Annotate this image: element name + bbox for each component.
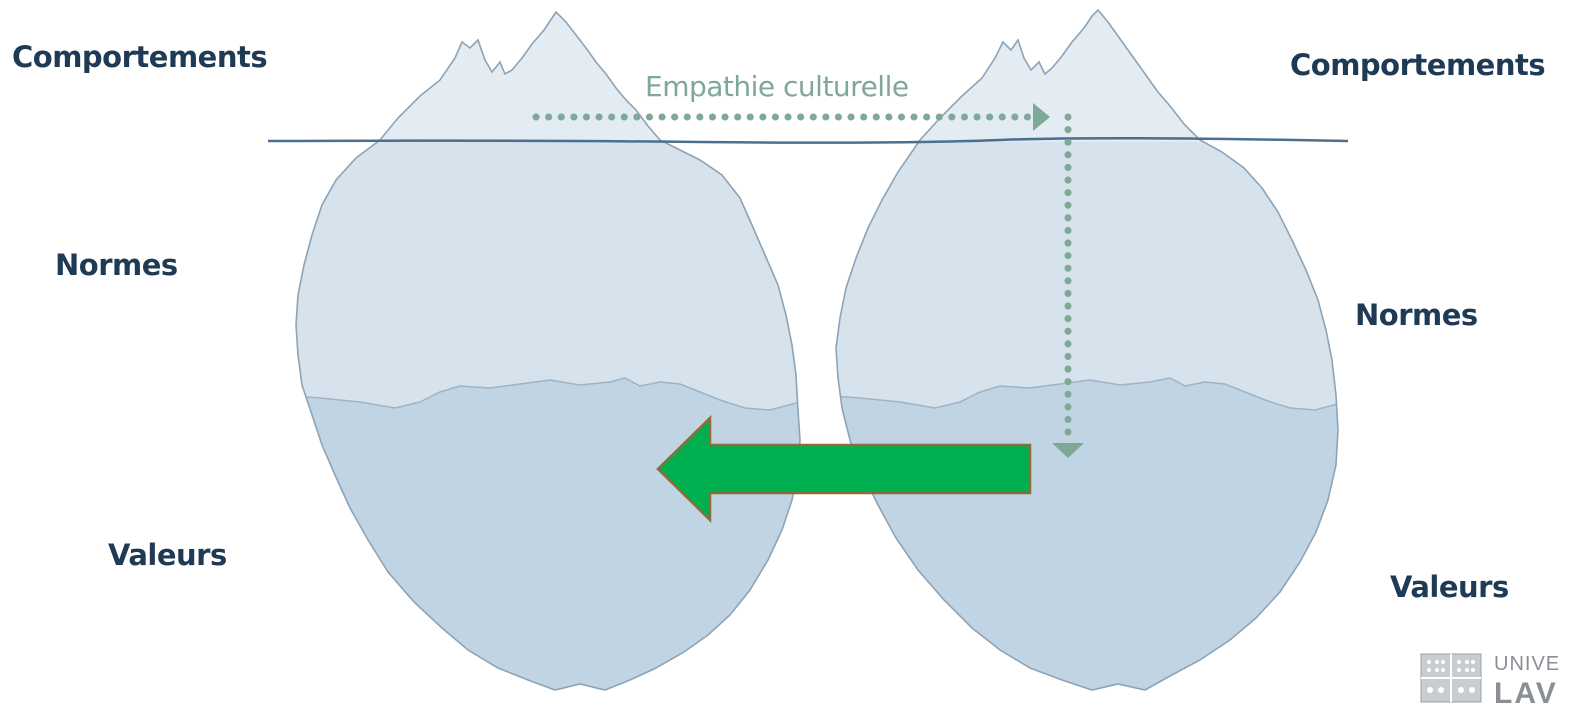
left-values-label: Valeurs	[108, 538, 227, 572]
university-logo: UNIVE LAV	[1418, 651, 1587, 703]
empathy-arrowhead-right	[1033, 103, 1050, 131]
left-norms-label: Normes	[55, 248, 178, 282]
left-arrow-icon	[656, 415, 1032, 523]
empathy-label: Empathie culturelle	[645, 70, 909, 103]
university-crest-icon	[1420, 653, 1482, 703]
right-norms-label: Normes	[1355, 298, 1478, 332]
right-behaviors-label: Comportements	[1290, 48, 1546, 82]
left-iceberg	[295, 11, 801, 691]
empathy-arrowhead-down	[1052, 443, 1084, 458]
waterline	[267, 136, 1349, 144]
logo-text-bottom: LAV	[1494, 677, 1558, 703]
left-behaviors-label: Comportements	[12, 40, 268, 74]
logo-text-top: UNIVE	[1494, 653, 1561, 675]
right-values-label: Valeurs	[1390, 570, 1509, 604]
right-iceberg	[835, 9, 1339, 691]
